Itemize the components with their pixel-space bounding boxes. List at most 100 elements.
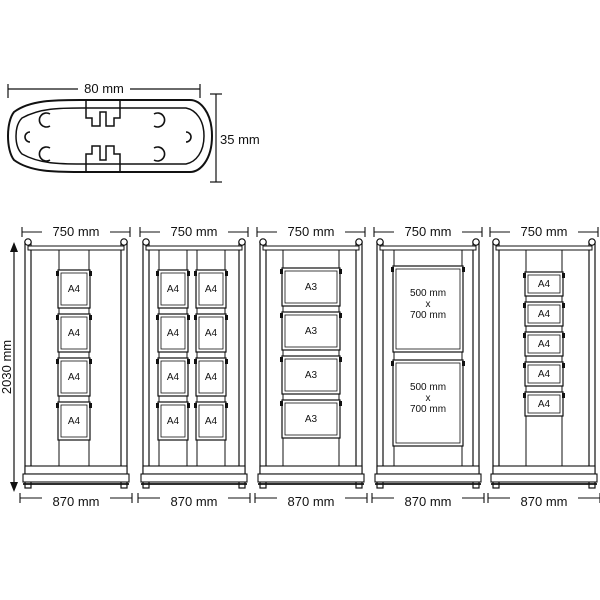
pocket-inner	[60, 272, 88, 306]
pocket-clip	[225, 315, 228, 320]
poster-size-line: 500 mm	[410, 382, 446, 393]
bottom-label-bg	[42, 492, 110, 508]
pocket-clip	[187, 315, 190, 320]
pocket-inner	[527, 274, 561, 294]
pocket-clip	[56, 403, 59, 408]
pocket-frame	[57, 269, 91, 309]
pocket-clip	[523, 363, 526, 368]
bottom-width-label: 870 mm	[405, 494, 452, 509]
pocket-clip	[156, 403, 159, 408]
pocket: A4	[156, 313, 190, 353]
base-foot	[257, 473, 365, 483]
post-cap	[376, 238, 384, 246]
post-cap	[238, 238, 246, 246]
pocket-frame	[524, 301, 564, 327]
stand-height-dimension: 2030 mm	[0, 242, 18, 492]
top-label-bg	[277, 222, 345, 238]
pocket-clip	[89, 271, 92, 276]
pocket: A3	[280, 399, 342, 439]
pocket-frame	[524, 271, 564, 297]
bottom-label-bg	[394, 492, 462, 508]
pocket-clip	[89, 315, 92, 320]
pocket-inner	[60, 404, 88, 438]
pocket-label: A4	[538, 279, 551, 290]
upright-post	[259, 241, 267, 489]
pocket-label: A3	[305, 326, 318, 337]
top-width-label: 750 mm	[53, 224, 100, 239]
bottom-width-label: 870 mm	[53, 494, 100, 509]
poster-size-line: 500 mm	[410, 288, 446, 299]
profile-inner-outline	[15, 107, 205, 165]
base-foot	[140, 473, 248, 483]
pocket: A4	[56, 313, 92, 353]
profile-slot-top	[85, 100, 121, 127]
profile-height-label: 35 mm	[220, 132, 260, 147]
pocket-clip	[89, 359, 92, 364]
stand-height-label: 2030 mm	[0, 340, 14, 394]
top-rail	[495, 245, 593, 251]
pocket-frame	[195, 401, 227, 441]
pocket-inner	[284, 358, 338, 392]
profile-groove-5	[24, 131, 31, 143]
pocket-inner	[527, 364, 561, 384]
pocket-frame	[195, 269, 227, 309]
pocket-frame	[57, 401, 91, 441]
pocket: A4	[523, 391, 565, 417]
pocket-label: A4	[167, 284, 180, 295]
pocket-clip	[339, 357, 342, 362]
poster-size-line: 700 mm	[410, 310, 446, 321]
pocket-clip	[89, 403, 92, 408]
pocket-frame	[57, 357, 91, 397]
pocket-frame	[195, 313, 227, 353]
pocket-frame	[281, 267, 341, 307]
post-cap	[259, 238, 267, 246]
pocket-frame	[57, 313, 91, 353]
top-rail	[379, 245, 477, 251]
post-cap	[142, 238, 150, 246]
pocket: A4	[194, 401, 228, 441]
post-cap	[472, 238, 480, 246]
pocket-clip	[523, 273, 526, 278]
top-label-bg	[510, 222, 578, 238]
pocket-inner	[60, 316, 88, 350]
upright-post	[376, 241, 384, 489]
pocket-clip	[562, 333, 565, 338]
pocket-label: A4	[167, 416, 180, 427]
base-plinth	[259, 465, 363, 475]
pocket-clip	[523, 393, 526, 398]
post-cap	[120, 238, 128, 246]
pocket-label: A4	[538, 399, 551, 410]
pocket-clip	[56, 271, 59, 276]
pocket-clip	[391, 361, 394, 366]
pocket-clip	[280, 313, 283, 318]
pocket-clip	[562, 393, 565, 398]
pocket-inner	[160, 272, 186, 306]
post-cap	[24, 238, 32, 246]
pocket: A3	[280, 355, 342, 395]
profile-outline	[7, 99, 214, 173]
bottom-width-label: 870 mm	[171, 494, 218, 509]
bottom-width-label: 870 mm	[288, 494, 335, 509]
pocket-inner	[527, 394, 561, 414]
base-plinth	[376, 465, 480, 475]
pocket: A4	[194, 269, 228, 309]
poster-size-line: x	[426, 393, 431, 404]
pocket-inner	[395, 268, 461, 350]
pocket: A4	[194, 313, 228, 353]
pocket-clip	[391, 267, 394, 272]
pocket-label: A4	[538, 339, 551, 350]
profile-groove-1	[38, 112, 51, 128]
pocket-frame	[524, 331, 564, 357]
top-label-bg	[42, 222, 110, 238]
profile-groove-6	[185, 131, 192, 143]
bottom-label-bg	[510, 492, 578, 508]
pocket-frame	[195, 357, 227, 397]
pocket: A4	[56, 357, 92, 397]
upright-post	[472, 241, 480, 489]
bottom-label-bg	[277, 492, 345, 508]
pocket-clip	[156, 271, 159, 276]
top-rail	[27, 245, 125, 251]
